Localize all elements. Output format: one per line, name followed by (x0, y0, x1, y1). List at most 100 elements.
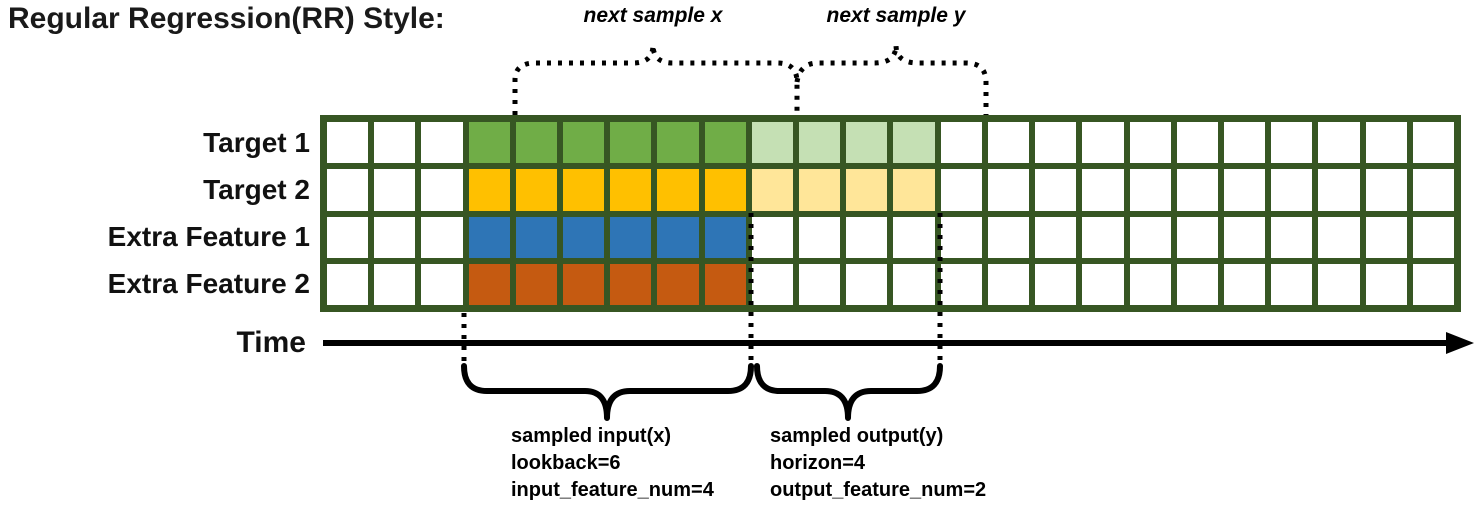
next-sample-x-label: next sample x (583, 4, 723, 27)
grid-cell (1035, 122, 1077, 164)
grid-cell (1271, 169, 1313, 211)
time-axis-label: Time (236, 326, 306, 359)
grid-cell (1176, 169, 1218, 211)
grid-cell (563, 263, 605, 305)
grid-cell (1082, 169, 1124, 211)
grid-cell (1176, 263, 1218, 305)
grid-cell (1271, 263, 1313, 305)
grid-cell (421, 169, 463, 211)
grid-cell (610, 169, 652, 211)
grid-cell (1412, 216, 1454, 258)
grid-cell (1318, 216, 1360, 258)
grid-cell (987, 169, 1030, 211)
row-label-extra-feature-1: Extra Feature 1 (107, 221, 310, 252)
grid-cell (799, 122, 841, 164)
grid-cell (1035, 216, 1077, 258)
grid-cell (1176, 216, 1218, 258)
grid-cell (893, 169, 935, 211)
grid-cell (327, 263, 369, 305)
grid-cell (1176, 122, 1218, 164)
grid-cell (468, 216, 510, 258)
grid-cell (799, 263, 841, 305)
grid-cell (1223, 263, 1266, 305)
grid-cell (657, 216, 699, 258)
grid-cell (515, 169, 558, 211)
grid-cell (940, 263, 982, 305)
grid-cell (327, 122, 369, 164)
time-axis-arrowhead-icon (1446, 332, 1474, 354)
grid-cell (704, 263, 746, 305)
row-label-target-1: Target 1 (203, 127, 310, 158)
grid-cell (751, 216, 794, 258)
grid-cell (1271, 122, 1313, 164)
sampled-input-feature-num: input_feature_num=4 (511, 479, 714, 501)
grid-cell (1318, 263, 1360, 305)
grid-cell (563, 169, 605, 211)
grid-cell (563, 122, 605, 164)
grid-cell (421, 263, 463, 305)
grid-cell (704, 122, 746, 164)
grid-cell (799, 216, 841, 258)
grid-cell (704, 216, 746, 258)
grid-cell (987, 263, 1030, 305)
grid-cell (374, 216, 416, 258)
grid-cell (1035, 169, 1077, 211)
grid-cell (1129, 216, 1171, 258)
grid-cell (1365, 169, 1407, 211)
grid-cell (421, 216, 463, 258)
grid-cell (1082, 263, 1124, 305)
grid-cell (987, 216, 1030, 258)
grid-cell (1365, 216, 1407, 258)
grid-cell (846, 263, 888, 305)
grid-cell (1318, 169, 1360, 211)
grid-cell (1412, 169, 1454, 211)
grid-cell (374, 169, 416, 211)
grid-cell (468, 122, 510, 164)
grid-cell (1129, 263, 1171, 305)
grid-cell (1412, 263, 1454, 305)
grid-cell (1035, 263, 1077, 305)
grid-cell (751, 263, 794, 305)
grid-cell (1223, 216, 1266, 258)
grid-cell (1223, 122, 1266, 164)
grid-cell (1223, 169, 1266, 211)
grid-cell (610, 263, 652, 305)
grid-cell (468, 169, 510, 211)
grid-cell (1082, 122, 1124, 164)
grid-cell (940, 122, 982, 164)
sampled-output-brace (754, 363, 943, 421)
grid-cell (987, 122, 1030, 164)
grid-cell (940, 216, 982, 258)
grid-cell (751, 122, 794, 164)
grid-cell (1271, 216, 1313, 258)
row-label-extra-feature-2: Extra Feature 2 (107, 268, 310, 299)
grid-cell (515, 122, 558, 164)
sampled-output-feature-num: output_feature_num=2 (770, 479, 987, 501)
grid-cell (1082, 216, 1124, 258)
grid-cell (751, 169, 794, 211)
sampled-input-title: sampled input(x) (511, 425, 672, 447)
sampled-input-brace (461, 363, 754, 421)
row-label-target-2: Target 2 (203, 174, 310, 205)
grid-cell (374, 263, 416, 305)
grid-cell (1412, 122, 1454, 164)
grid-cell (327, 169, 369, 211)
grid-cell (1129, 122, 1171, 164)
next-sample-x-brace (512, 44, 800, 115)
sample-grid (320, 115, 1461, 312)
sampled-output-title: sampled output(y) (770, 425, 944, 447)
grid-cell (1365, 263, 1407, 305)
grid-cell (1318, 122, 1360, 164)
grid-cell (846, 122, 888, 164)
grid-cell (327, 216, 369, 258)
grid-cell (846, 216, 888, 258)
next-sample-y-brace (794, 44, 989, 115)
grid-cell (468, 263, 510, 305)
grid-cell (421, 122, 463, 164)
next-sample-y-label: next sample y (826, 4, 966, 27)
grid-cell (515, 216, 558, 258)
grid-cell (657, 263, 699, 305)
grid-cell (940, 169, 982, 211)
grid-cell (846, 169, 888, 211)
